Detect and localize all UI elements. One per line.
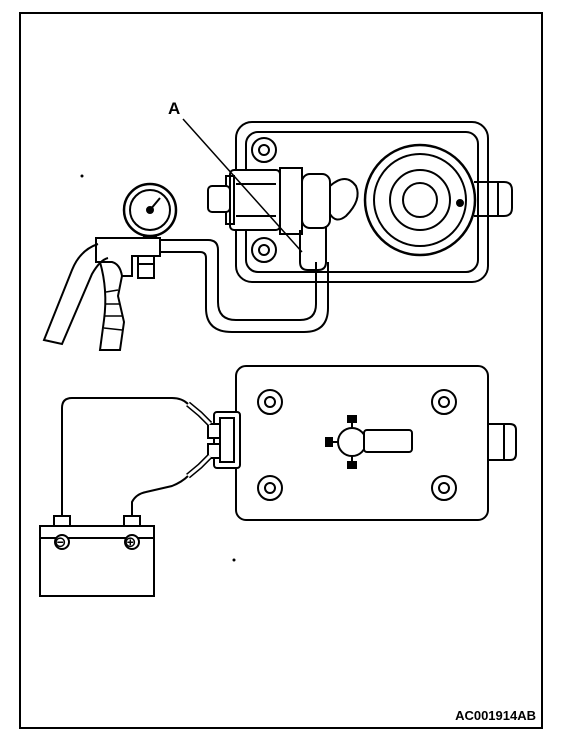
vacuum-gauge-icon xyxy=(122,182,178,249)
bottom-assembly xyxy=(207,365,517,521)
mounting-hole-top-left xyxy=(251,137,277,163)
callout-leader xyxy=(182,118,303,253)
figure-code: AC001914AB xyxy=(455,708,536,723)
vacuum-pump-icon xyxy=(42,182,178,351)
negative-terminal-label: ⊖ xyxy=(54,534,67,551)
solenoid-valve-icon xyxy=(207,167,359,271)
mounting-hole-1 xyxy=(257,389,283,415)
mounting-hole-bottom-left xyxy=(251,237,277,263)
side-nipple xyxy=(488,423,517,461)
mounting-hole-2 xyxy=(431,389,457,415)
connector-icon xyxy=(207,411,241,469)
dot-mark xyxy=(80,174,84,178)
canister-icon xyxy=(363,143,513,257)
top-assembly xyxy=(160,118,513,333)
callout-label-a: A xyxy=(168,99,180,118)
figure-border xyxy=(19,12,543,729)
vacuum-hose xyxy=(160,239,317,321)
jumper-wire-icon xyxy=(61,397,213,528)
positive-terminal-label: ⊕ xyxy=(124,534,137,551)
vacuum-hose-inner xyxy=(160,251,329,333)
center-port xyxy=(325,415,413,469)
mounting-hole-3 xyxy=(257,475,283,501)
dot-mark xyxy=(232,558,236,562)
battery-icon xyxy=(39,515,155,597)
mounting-hole-4 xyxy=(431,475,457,501)
